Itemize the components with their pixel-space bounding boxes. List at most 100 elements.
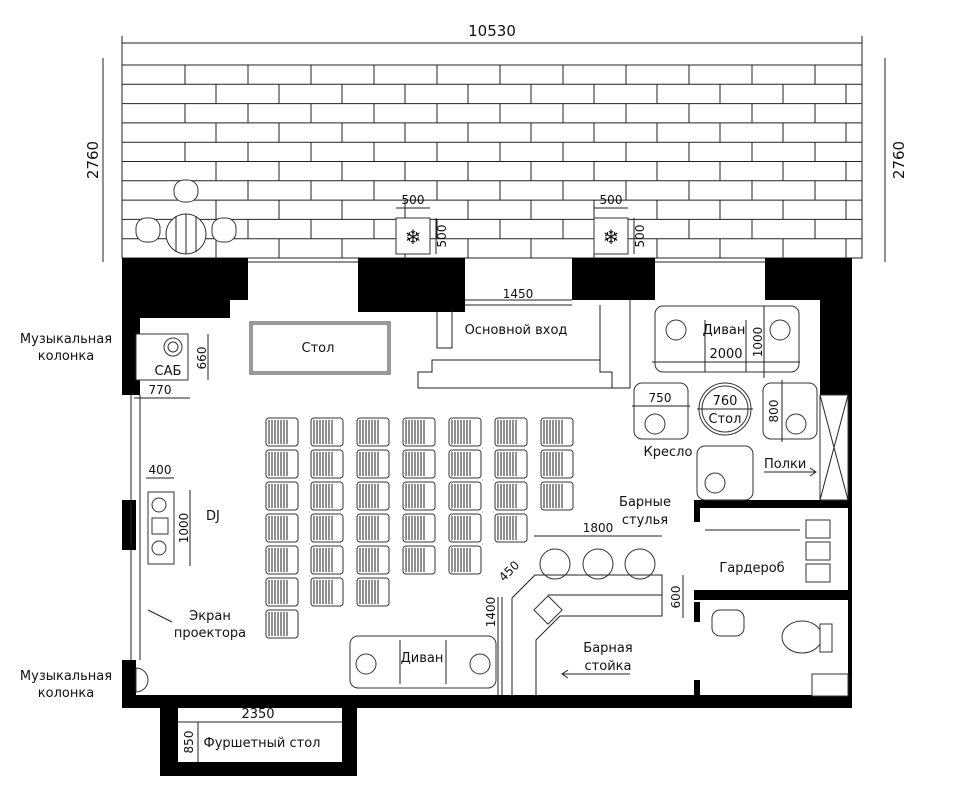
terrace-outline — [121, 64, 863, 259]
svg-text:Экран: Экран — [189, 609, 231, 624]
round-table: 760 Стол — [697, 382, 753, 436]
armchair-bottom — [696, 445, 754, 501]
main-entrance-steps: Основной вход 1450 — [417, 287, 631, 389]
dimension-terrace-right: 2760 — [884, 58, 908, 262]
chair — [494, 513, 528, 543]
svg-text:Музыкальная: Музыкальная — [20, 669, 112, 684]
svg-text:2760: 2760 — [84, 141, 102, 179]
chair — [448, 481, 482, 511]
svg-text:Стол: Стол — [302, 341, 335, 356]
svg-text:Барные: Барные — [619, 495, 671, 510]
svg-text:❄: ❄ — [603, 225, 620, 249]
svg-text:проектора: проектора — [174, 626, 246, 641]
dj-console: 400 1000 DJ — [146, 463, 220, 566]
svg-text:Фуршетный стол: Фуршетный стол — [204, 736, 321, 751]
svg-text:Гардероб: Гардероб — [719, 561, 784, 576]
dimension-total-width: 10530 — [121, 22, 863, 65]
chair — [310, 545, 344, 575]
svg-text:стойка: стойка — [585, 659, 632, 674]
chair — [265, 609, 299, 639]
speaker-bottom: Музыкальная колонка — [20, 667, 149, 701]
chair — [540, 449, 574, 479]
svg-text:1000: 1000 — [751, 327, 765, 358]
svg-text:500: 500 — [600, 193, 623, 207]
chair — [356, 513, 390, 543]
chair — [310, 513, 344, 543]
chair — [402, 481, 436, 511]
chair — [494, 481, 528, 511]
svg-text:DJ: DJ — [206, 509, 220, 524]
bar-counter: 600 450 1400 Барная стойка — [484, 558, 684, 695]
chair — [356, 481, 390, 511]
chair — [265, 513, 299, 543]
buffet-table: 2350 850 Фуршетный стол — [178, 707, 342, 762]
svg-text:1450: 1450 — [503, 287, 534, 301]
chair — [402, 417, 436, 447]
svg-text:850: 850 — [182, 731, 196, 754]
svg-text:2000: 2000 — [709, 347, 742, 362]
svg-text:500: 500 — [402, 193, 425, 207]
shelves: Полки — [764, 394, 849, 501]
audience-chairs — [265, 417, 574, 639]
chair — [310, 449, 344, 479]
svg-text:Барная: Барная — [583, 641, 632, 656]
svg-text:1800: 1800 — [583, 521, 614, 535]
sofa-top: Диван 2000 1000 — [652, 305, 800, 378]
svg-text:Стол: Стол — [709, 412, 742, 427]
svg-text:10530: 10530 — [468, 22, 516, 40]
svg-text:колонка: колонка — [38, 349, 94, 364]
chair — [402, 449, 436, 479]
bar-stools: Барные стулья 1800 — [534, 495, 671, 580]
subwoofer: САБ 770 660 — [134, 333, 209, 399]
chair — [356, 577, 390, 607]
svg-text:❄: ❄ — [405, 225, 422, 249]
chair — [402, 513, 436, 543]
svg-text:2760: 2760 — [890, 141, 908, 179]
armchair-right: 800 — [762, 380, 818, 442]
svg-text:Диван: Диван — [401, 651, 444, 666]
chair — [356, 417, 390, 447]
chair — [494, 449, 528, 479]
chair — [265, 449, 299, 479]
planter-left: ❄ 500 500 — [395, 193, 449, 255]
chair — [265, 545, 299, 575]
svg-text:Основной вход: Основной вход — [465, 323, 568, 338]
projector-screen: Экран проектора — [147, 609, 246, 641]
chair — [540, 417, 574, 447]
sofa-bottom: Диван — [349, 635, 497, 689]
chair — [310, 481, 344, 511]
table: Стол — [249, 321, 391, 375]
chair — [448, 545, 482, 575]
chair — [494, 417, 528, 447]
walls — [122, 258, 852, 776]
restroom — [711, 609, 849, 697]
chair — [540, 481, 574, 511]
svg-text:САБ: САБ — [155, 364, 182, 379]
planter-right: ❄ 500 500 — [593, 193, 647, 255]
svg-text:660: 660 — [195, 347, 209, 370]
terrace-table-set — [135, 179, 237, 255]
dimension-terrace-left: 2760 — [84, 58, 104, 262]
svg-text:770: 770 — [149, 383, 172, 397]
svg-text:500: 500 — [633, 225, 647, 248]
chair — [448, 449, 482, 479]
wardrobe: Гардероб — [705, 519, 831, 583]
svg-text:500: 500 — [435, 225, 449, 248]
chair — [310, 577, 344, 607]
svg-text:800: 800 — [767, 400, 781, 423]
svg-text:750: 750 — [649, 391, 672, 405]
svg-text:Музыкальная: Музыкальная — [20, 332, 112, 347]
svg-text:Кресло: Кресло — [644, 445, 693, 460]
svg-text:1000: 1000 — [177, 513, 191, 544]
svg-text:1400: 1400 — [484, 597, 498, 628]
chair — [265, 417, 299, 447]
svg-text:2350: 2350 — [241, 707, 274, 722]
chair — [448, 417, 482, 447]
terrace-brick-paving — [122, 65, 862, 258]
svg-text:600: 600 — [669, 586, 683, 609]
svg-text:колонка: колонка — [38, 686, 94, 701]
chair — [402, 545, 436, 575]
chair — [310, 417, 344, 447]
svg-text:стулья: стулья — [622, 513, 668, 528]
